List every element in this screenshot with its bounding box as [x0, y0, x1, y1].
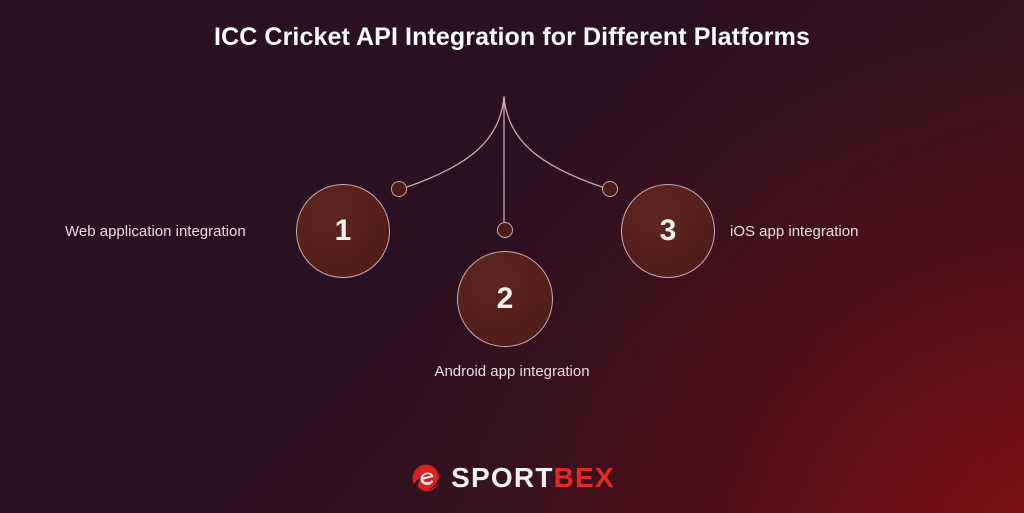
- connector-path-right: [503, 96, 603, 188]
- step-number-3: 3: [659, 214, 677, 247]
- step-number-2: 2: [496, 282, 514, 315]
- brand-wordmark: SPORTBEX: [451, 464, 615, 492]
- sportbex-swoosh-icon: [412, 464, 440, 492]
- brand-logo: SPORTBEX: [0, 461, 1024, 495]
- page-title: ICC Cricket API Integration for Differen…: [214, 23, 810, 51]
- step-label-3: iOS app integration: [730, 223, 859, 240]
- brand-word-primary: SPORT: [451, 462, 554, 493]
- step-circle-3[interactable]: 3: [621, 184, 715, 278]
- connector-path-left: [406, 96, 505, 188]
- step-label-1: Web application integration: [65, 223, 246, 240]
- step-circle-1[interactable]: 1: [296, 184, 390, 278]
- connector-dot-1: [391, 181, 407, 197]
- step-circle-2[interactable]: 2: [457, 251, 553, 347]
- step-number-1: 1: [334, 214, 352, 247]
- connector-dot-3: [602, 181, 618, 197]
- step-label-2: Android app integration: [434, 363, 590, 380]
- brand-word-accent: BEX: [553, 462, 615, 493]
- connector-dot-2: [497, 222, 513, 238]
